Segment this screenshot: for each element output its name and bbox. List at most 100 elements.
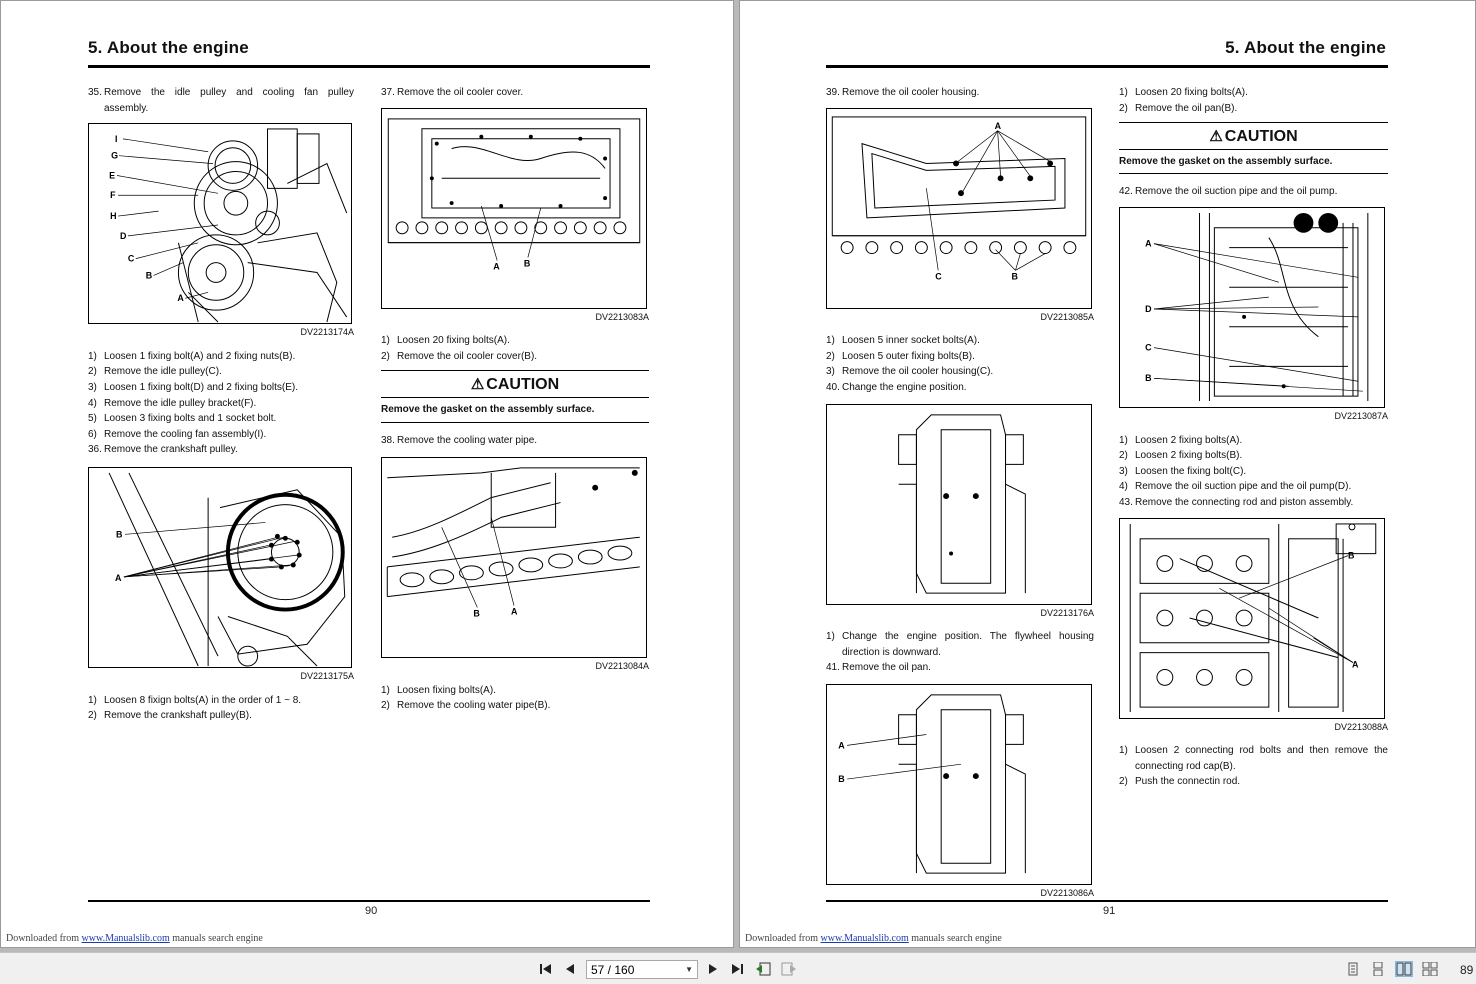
header-rule: [826, 65, 1388, 68]
right-column-1: 39.Remove the oil cooler housing.: [826, 85, 1094, 910]
step-39-item-1: 1)Loosen 5 inner socket bolts(A).: [826, 335, 980, 347]
step-39-item-3: 3)Remove the oil cooler housing(C).: [826, 366, 994, 378]
manualslib-link[interactable]: www.Manualslib.com: [81, 933, 170, 944]
fig8-label-c: C: [1145, 343, 1152, 353]
caution-text: Remove the gasket on the assembly surfac…: [381, 403, 595, 415]
step-36: 36.Remove the crankshaft pulley.: [88, 444, 238, 456]
fig2-label-a: A: [115, 573, 122, 583]
footer-rule: [88, 900, 650, 902]
go-back-icon[interactable]: [754, 961, 772, 977]
page-header: 5. About the engine: [1225, 38, 1386, 57]
figure-oil-cooler-cover: A B: [381, 107, 647, 309]
step-43-item-1: 1)Loosen 2 connecting rod bolts and then…: [1119, 745, 1388, 757]
fig5-label-a: A: [995, 120, 1002, 130]
step-40: 40.Change the engine position.: [826, 381, 967, 393]
last-page-icon[interactable]: [728, 961, 746, 977]
fig1-label-a: A: [177, 293, 184, 303]
figure-caption: DV2213085A: [1040, 311, 1094, 322]
warning-icon: ⚠: [1209, 128, 1223, 146]
figure-oil-cooler-housing: A C B: [826, 107, 1092, 309]
figure-cooling-water-pipe-drawing: B A: [386, 467, 640, 619]
step-37-item-2: 2)Remove the oil cooler cover(B).: [381, 350, 538, 362]
step-39: 39.Remove the oil cooler housing.: [826, 87, 980, 98]
step-37-item-1: 1)Loosen 20 fixing bolts(A).: [381, 335, 510, 347]
step-35-item-3: 3)Loosen 1 fixing bolt(D) and 2 fixing b…: [88, 381, 298, 393]
facing-pages-view-icon[interactable]: [1395, 961, 1413, 977]
figure-caption: DV2213087A: [1334, 410, 1388, 421]
fig1-label-g: G: [111, 151, 118, 161]
fig1-label-e: E: [109, 171, 115, 181]
figure-caption: DV2213176A: [1040, 607, 1094, 618]
caution-heading: ⚠CAUTION: [1119, 123, 1388, 150]
single-page-view-icon[interactable]: [1344, 961, 1362, 977]
go-forward-icon[interactable]: [780, 961, 798, 977]
fig9-label-a: A: [1352, 659, 1359, 669]
figure-connecting-rod-drawing: B A: [1129, 522, 1377, 712]
step-42: 42.Remove the oil suction pipe and the o…: [1119, 186, 1338, 198]
step-42-item-1: 1)Loosen 2 fixing bolts(A).: [1119, 434, 1243, 446]
fig2-label-b: B: [116, 529, 123, 539]
left-column-1: 35.Remove the idle pulley and cooling fa…: [88, 85, 354, 724]
fig1-label-b: B: [146, 271, 153, 281]
figure-connecting-rod: B A: [1119, 517, 1385, 719]
figure-crankshaft-pulley: B A: [88, 466, 352, 668]
fig1-label-i: I: [115, 134, 117, 144]
fig8-label-b: B: [1145, 373, 1152, 383]
fig5-label-c: C: [935, 271, 942, 281]
step-38-item-2: 2)Remove the cooling water pipe(B).: [381, 700, 551, 712]
step-36-item-1: 1)Loosen 8 fixign bolts(A) in the order …: [88, 694, 302, 706]
fig1-label-f: F: [110, 190, 116, 200]
caution-heading: ⚠CAUTION: [381, 371, 649, 398]
step-35-item-5: 5)Loosen 3 fixing bolts and 1 socket bol…: [88, 413, 277, 425]
header-rule: [88, 65, 650, 68]
figure-caption: DV2213084A: [595, 661, 649, 672]
figure-caption: DV2213088A: [1334, 721, 1388, 732]
right-column-2: 1)Loosen 20 fixing bolts(A). 2)Remove th…: [1119, 85, 1388, 790]
step-42-item-4: 4)Remove the oil suction pipe and the oi…: [1119, 481, 1352, 493]
fig1-label-d: D: [120, 231, 127, 241]
fig1-label-h: H: [110, 211, 116, 221]
fig3-label-b: B: [524, 258, 531, 268]
fig1-label-c: C: [128, 254, 135, 264]
figure-caption: DV2213175A: [300, 670, 354, 681]
fig7-label-b: B: [838, 774, 845, 784]
step-35: 35.Remove the idle pulley and cooling fa…: [88, 87, 354, 98]
page-left: 5. About the engine 35.Remove the idle p…: [0, 0, 734, 948]
chevron-down-icon[interactable]: ▼: [685, 965, 693, 974]
step-35-item-2: 2)Remove the idle pulley(C).: [88, 366, 222, 378]
step-43-item-2: 2)Push the connectin rod.: [1119, 776, 1241, 788]
page-right: 5. About the engine 39.Remove the oil co…: [739, 0, 1476, 948]
next-page-icon[interactable]: [704, 961, 722, 977]
step-36-item-2: 2)Remove the crankshaft pulley(B).: [88, 710, 252, 722]
download-footer: Downloaded from www.Manualslib.com manua…: [745, 933, 1002, 944]
page-header: 5. About the engine: [88, 38, 249, 57]
previous-page-icon[interactable]: [561, 961, 579, 977]
page-number-input[interactable]: 57 / 160▼: [586, 960, 698, 979]
figure-idle-pulley: I G E F H D C B A: [88, 123, 352, 325]
figure-oil-pan: A B: [826, 683, 1092, 885]
viewer-toolbar: 57 / 160▼ 89: [0, 952, 1476, 984]
footer-rule: [826, 900, 1388, 902]
manualslib-link[interactable]: www.Manualslib.com: [820, 933, 909, 944]
step-41-item-2: 2)Remove the oil pan(B).: [1119, 102, 1238, 114]
figure-engine-position: [826, 403, 1092, 605]
step-35-item-4: 4)Remove the idle pulley bracket(F).: [88, 397, 257, 409]
step-37: 37.Remove the oil cooler cover.: [381, 87, 524, 98]
figure-caption: DV2213086A: [1040, 887, 1094, 898]
fig4-label-a: A: [511, 607, 518, 617]
figure-oil-cooler-housing-drawing: A C B: [831, 116, 1087, 281]
continuous-view-icon[interactable]: [1369, 961, 1387, 977]
caution-box: ⚠CAUTION Remove the gasket on the assemb…: [381, 370, 649, 423]
first-page-icon[interactable]: [537, 961, 555, 977]
continuous-facing-view-icon[interactable]: [1421, 961, 1439, 977]
download-footer: Downloaded from www.Manualslib.com manua…: [6, 933, 263, 944]
step-35-item-1: 1)Loosen 1 fixing bolt(A) and 2 fixing n…: [88, 350, 296, 362]
zoom-level[interactable]: 89: [1460, 963, 1474, 977]
figure-caption: DV2213174A: [300, 327, 354, 338]
figure-oil-pump: A D C B: [1119, 206, 1385, 408]
step-38: 38.Remove the cooling water pipe.: [381, 434, 538, 446]
figure-engine-position-drawing: [898, 413, 1026, 594]
step-38-item-1: 1)Loosen fixing bolts(A).: [381, 684, 496, 696]
left-column-2: 37.Remove the oil cooler cover.: [381, 85, 649, 714]
document-viewport[interactable]: 5. About the engine 35.Remove the idle p…: [0, 0, 1476, 952]
